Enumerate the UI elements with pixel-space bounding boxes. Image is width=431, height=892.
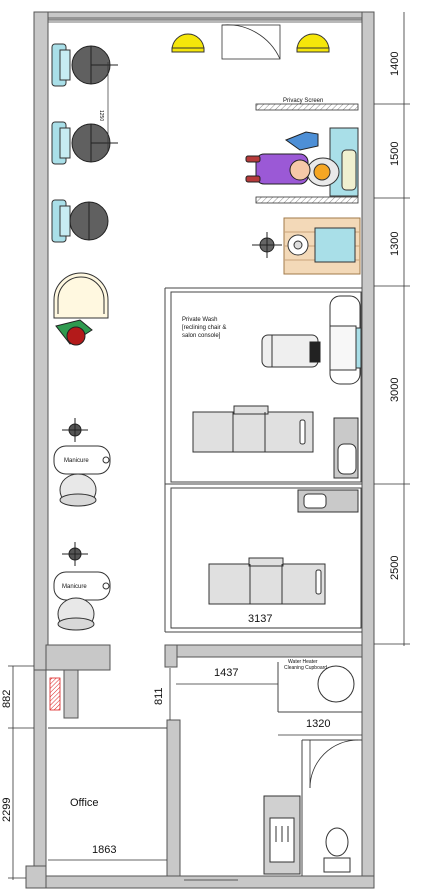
stylist-figure: [245, 131, 319, 185]
manicure-station-1[interactable]: [53, 418, 111, 507]
privacy-screen-label: Privacy Screen: [283, 98, 323, 104]
treatment-basin[interactable]: [297, 489, 359, 513]
dim-1500-label: 1500: [389, 142, 401, 166]
dryer-dimension-label: 1250: [98, 110, 104, 121]
bottom-left-notch: [25, 865, 47, 889]
treatment-bed-1[interactable]: [192, 405, 314, 453]
dim-3000-label: 3000: [389, 378, 401, 402]
store-wall-left: [63, 669, 79, 719]
mid-wall-horizontal: [164, 644, 363, 658]
left-wall-lower: [33, 669, 47, 886]
hatch-room-entry: [49, 677, 61, 711]
private-wash-label-1: Private Wash: [182, 317, 217, 323]
shower-cabinet[interactable]: [263, 795, 301, 875]
entry-door[interactable]: [221, 24, 281, 60]
height-811-label: 811: [153, 687, 165, 705]
dim-1400-label: 1400: [389, 52, 401, 76]
salon-console[interactable]: [329, 295, 362, 385]
right-wall: [361, 11, 375, 889]
toilet[interactable]: [323, 827, 351, 873]
office-doors[interactable]: [100, 727, 238, 881]
toilet-door[interactable]: [309, 739, 359, 789]
dim-882-label: 882: [1, 690, 13, 708]
water-heater-label-2: Cleaning Cupboard: [284, 665, 327, 671]
dim-2299-label: 2299: [1, 798, 13, 822]
right-dimension-chain: [374, 12, 410, 646]
mid-wall-vertical: [164, 644, 178, 668]
dryer-station-1[interactable]: [51, 43, 118, 87]
dim-2500-label: 2500: [389, 556, 401, 580]
bottom-wall: [25, 875, 375, 889]
private-wash-label-2: [reclining chair &: [182, 325, 226, 331]
private-wash-label-3: salon console]: [182, 333, 221, 339]
yellow-chair-2[interactable]: [296, 33, 330, 53]
manicure-label-1: Manicure: [64, 458, 89, 464]
top-wall: [33, 11, 375, 21]
wash-basin-private[interactable]: [333, 417, 359, 479]
privacy-screen-top: [255, 103, 359, 111]
manicure-stool-1[interactable]: [62, 418, 88, 442]
front-wall-left: [45, 644, 111, 671]
dryer-station-3[interactable]: [51, 199, 109, 243]
water-heater-cupboard[interactable]: [317, 665, 355, 703]
receptionist-figure: [55, 319, 93, 346]
left-dimension-chain: [8, 665, 34, 880]
stylist-stool-top[interactable]: [252, 232, 282, 258]
shampoo-station[interactable]: [306, 127, 359, 197]
privacy-screen-bottom: [255, 196, 359, 204]
dim-1300-label: 1300: [389, 232, 401, 256]
dryer-station-2[interactable]: [51, 121, 118, 165]
width-1437-label: 1437: [214, 667, 238, 679]
walls: [25, 11, 375, 889]
reclining-wash-chair[interactable]: [261, 334, 321, 368]
manicure-label-2: Manicure: [62, 584, 87, 590]
lower-dims: [169, 668, 362, 736]
office-label: Office: [70, 797, 99, 809]
yellow-chair-1[interactable]: [171, 33, 205, 53]
top-rails: [48, 17, 362, 23]
water-heater-label-1: Water Heater: [288, 659, 318, 665]
manicure-station-2[interactable]: [53, 542, 111, 631]
private-wash-room: [170, 291, 362, 483]
reception-desk[interactable]: [53, 272, 109, 319]
partitions: [48, 287, 362, 876]
width-3137-label: 3137: [248, 613, 272, 625]
treatment-bed-2[interactable]: [208, 557, 326, 605]
width-1320-label: 1320: [306, 718, 330, 730]
office-wall-right: [166, 719, 181, 877]
width-1863-label: 1863: [92, 844, 116, 856]
manicure-stool-2[interactable]: [62, 542, 88, 566]
left-wall-main: [33, 11, 49, 671]
wash-station-mat[interactable]: [283, 217, 361, 275]
